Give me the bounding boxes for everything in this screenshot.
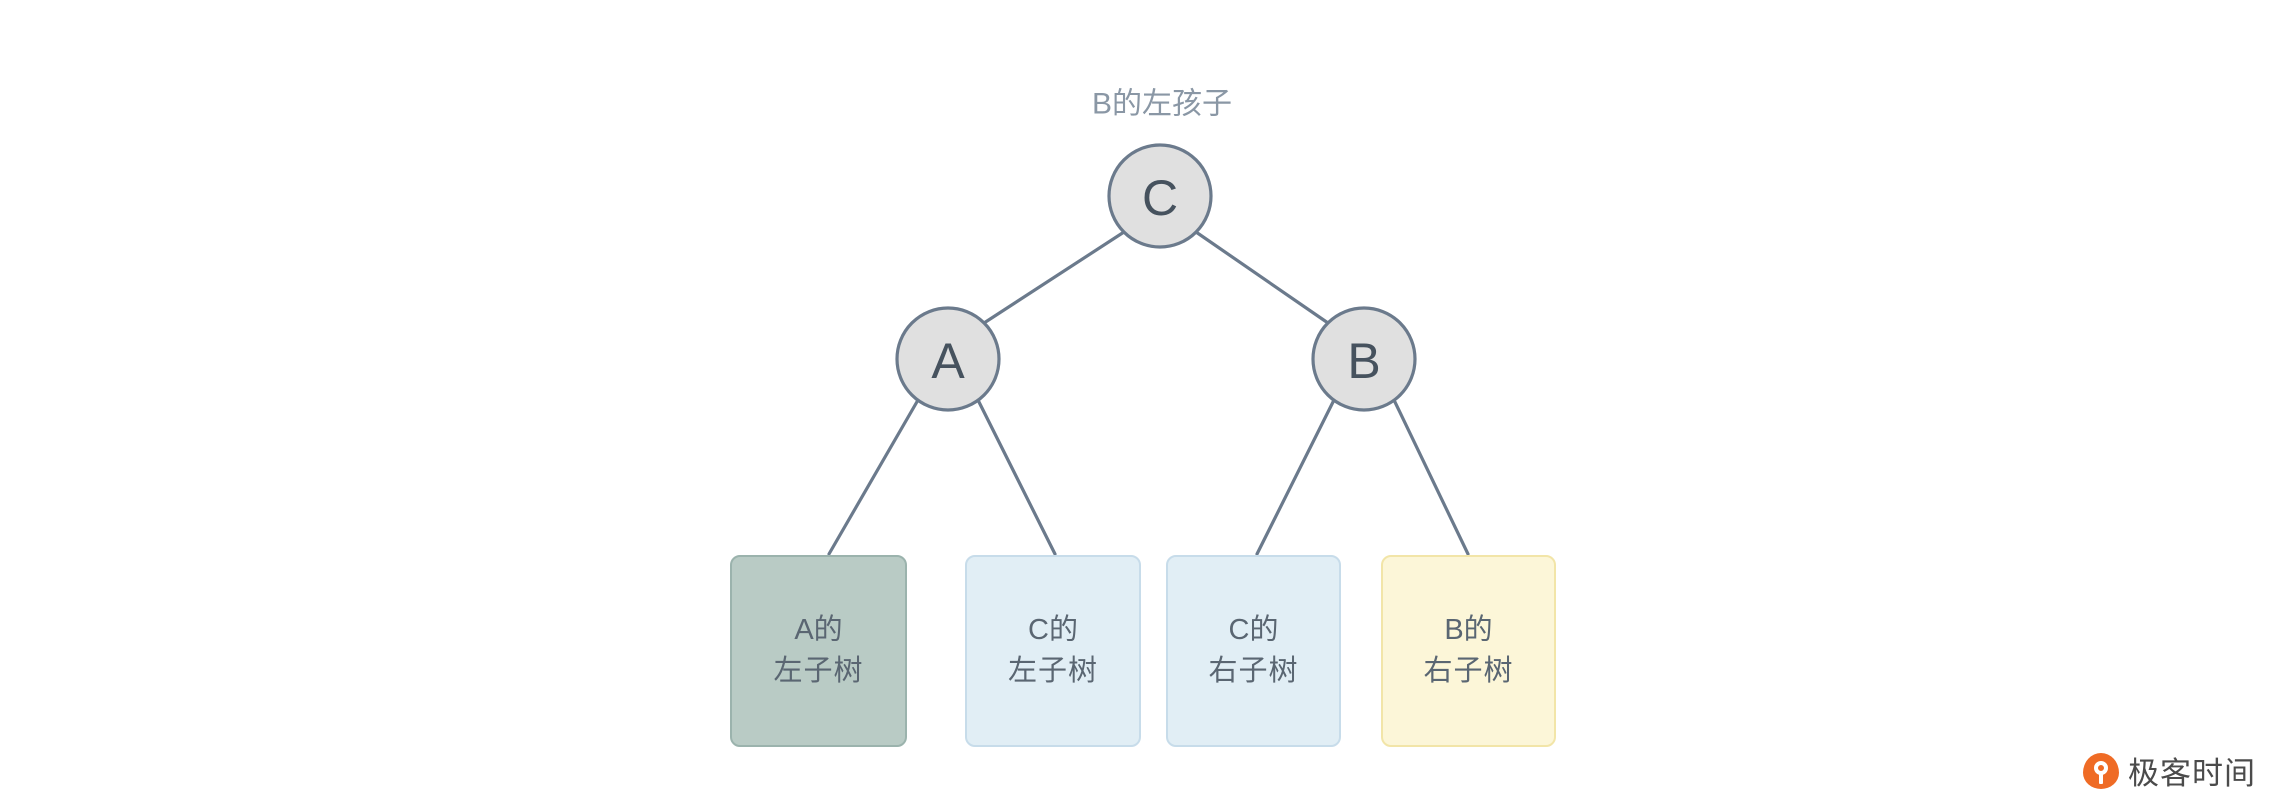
edge-b-to-left-subtree — [1255, 398, 1336, 556]
subtree-box-b-right[interactable]: B的 右子树 — [1381, 555, 1556, 747]
node-a[interactable]: A — [895, 306, 1001, 412]
subtree-box-c-left-text: C的 左子树 — [1008, 610, 1098, 692]
subtree-box-c-right-text: C的 右子树 — [1208, 610, 1298, 692]
subtree-box-c-right[interactable]: C的 右子树 — [1166, 555, 1341, 747]
subtree-box-a-left-text: A的 左子树 — [773, 610, 863, 692]
geektime-logo-icon — [2083, 752, 2119, 789]
edge-c-to-a — [982, 230, 1126, 325]
node-c[interactable]: C — [1107, 143, 1213, 249]
edge-b-to-right-subtree — [1392, 398, 1470, 556]
node-a-label: A — [931, 333, 965, 389]
subtree-box-c-left[interactable]: C的 左子树 — [965, 555, 1141, 747]
watermark-text: 极客时间 — [2128, 756, 2256, 791]
node-b[interactable]: B — [1311, 306, 1417, 412]
subtree-box-a-left[interactable]: A的 左子树 — [730, 555, 907, 747]
subtree-box-c-right-line2: 右子树 — [1208, 655, 1299, 687]
node-a-circle — [895, 306, 1001, 412]
subtree-box-b-right-line2: 右子树 — [1423, 655, 1514, 687]
caption-b-left-child: B的左孩子 — [1092, 88, 1232, 121]
subtree-box-b-right-text: B的 右子树 — [1423, 610, 1513, 692]
node-b-circle — [1311, 306, 1417, 412]
edge-a-to-left-subtree — [827, 398, 920, 556]
edge-c-to-b — [1194, 230, 1330, 325]
subtree-box-b-right-line1: B的 — [1444, 613, 1493, 646]
edge-a-to-right-subtree — [976, 398, 1057, 556]
node-c-circle — [1107, 143, 1213, 249]
subtree-box-c-left-line2: 左子树 — [1007, 655, 1098, 687]
watermark: 极客时间 — [2083, 748, 2256, 793]
subtree-box-a-left-line2: 左子树 — [773, 655, 864, 687]
subtree-box-a-left-line1: A的 — [794, 613, 843, 646]
edge-group — [827, 230, 1470, 556]
node-b-label: B — [1347, 333, 1380, 389]
node-c-label: C — [1142, 170, 1178, 226]
subtree-box-c-left-line1: C的 — [1028, 613, 1078, 646]
subtree-box-c-right-line1: C的 — [1228, 613, 1279, 646]
